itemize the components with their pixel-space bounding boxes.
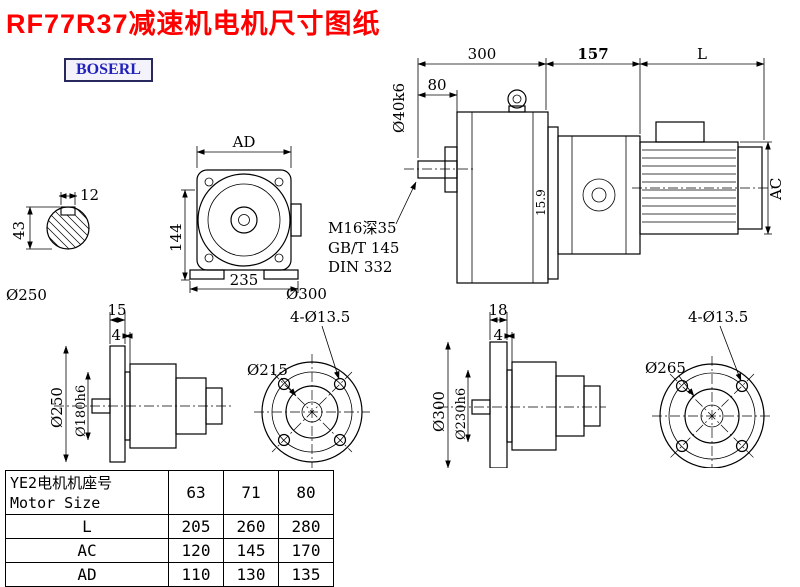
- technical-drawing: 12 43 Ø250 AD: [6, 45, 785, 468]
- keyway-slot: [60, 206, 76, 216]
- dim-flange2-outer: Ø300: [430, 391, 448, 432]
- note-m16: M16深35: [328, 219, 397, 237]
- bolt-hole: [735, 379, 749, 393]
- table-cell: 130: [223, 562, 279, 587]
- foot-left: [189, 269, 225, 280]
- flange2-plate: [489, 341, 508, 468]
- table-size-63: 63: [168, 470, 224, 515]
- table-cell: 145: [223, 538, 279, 563]
- label-d300: Ø300: [286, 285, 327, 303]
- foot-right: [263, 269, 299, 280]
- table-cell: 260: [223, 514, 279, 539]
- table-header-row: YE2电机机座号 Motor Size 63 71 80: [5, 470, 334, 515]
- motor-size-table: YE2电机机座号 Motor Size 63 71 80 L 205 260 2…: [5, 470, 334, 587]
- table-cell: 205: [168, 514, 224, 539]
- table-header-en: Motor Size: [10, 493, 101, 512]
- dim-18: 18: [488, 301, 507, 319]
- bolt-hole: [277, 433, 291, 447]
- dim-80: 80: [427, 76, 446, 94]
- table-cell: 135: [278, 562, 334, 587]
- table-header-cn: YE2电机机座号: [10, 473, 113, 492]
- flange-large-side-view: 18 4 Ø300 Ø230h6: [430, 301, 606, 468]
- dim-flange1-spigot: Ø180h6: [74, 385, 89, 437]
- terminal-box: [655, 121, 705, 143]
- table-row-L: L 205 260 280: [5, 514, 334, 539]
- dim-300: 300: [468, 45, 497, 63]
- bolt-hole: [735, 439, 749, 453]
- flange2-outer-circle: [659, 363, 765, 468]
- flange1-plate: [109, 345, 126, 463]
- dim-144: 144: [167, 223, 185, 252]
- table-cell: 170: [278, 538, 334, 563]
- dim-15: 15: [107, 301, 126, 319]
- dim-L: L: [697, 45, 707, 63]
- flange-small-face-view: 4-Ø13.5 Ø215: [247, 308, 370, 468]
- table-row-AC: AC 120 145 170: [5, 538, 334, 563]
- table-cell: 120: [168, 538, 224, 563]
- flange-large-face-view: 4-Ø13.5 Ø265: [645, 308, 772, 468]
- dim-flange2-spigot: Ø230h6: [454, 388, 469, 440]
- dim-shaft-dia: Ø40k6: [390, 83, 408, 133]
- shaft-circle: [46, 206, 90, 250]
- dim-ad: AD: [232, 133, 256, 151]
- row-label: AD: [5, 562, 169, 587]
- adapter-stage: [557, 135, 641, 255]
- label-d250: Ø250: [6, 286, 47, 304]
- flange-small-side-view: 15 4 Ø250 Ø180h6: [48, 301, 232, 463]
- flange2-body: [511, 361, 557, 451]
- label-flange1-holes: 4-Ø13.5: [290, 308, 350, 326]
- row-label: AC: [5, 538, 169, 563]
- brand-logo: BOSERL: [64, 58, 153, 82]
- note-din332: DIN 332: [328, 258, 392, 276]
- flange1-outer-circle: [261, 361, 363, 463]
- dim-key-width: 12: [80, 186, 99, 204]
- output-shaft: [417, 160, 458, 179]
- dim-235: 235: [230, 271, 259, 289]
- dim-15-9: 15.9: [534, 189, 548, 216]
- motor-fins: [642, 149, 736, 223]
- dim-shaft-height: 43: [10, 221, 28, 240]
- dim-4a: 4: [111, 326, 121, 344]
- label-flange2-bolt-circle: Ø265: [645, 359, 686, 377]
- bolt-hole: [675, 439, 689, 453]
- label-flange1-bolt-circle: Ø215: [247, 361, 288, 379]
- table-size-71: 71: [223, 470, 279, 515]
- bolt-hole: [333, 433, 347, 447]
- dim-ac: AC: [767, 178, 785, 201]
- table-row-AD: AD 110 130 135: [5, 562, 334, 587]
- row-label: L: [5, 514, 169, 539]
- table-cell: 280: [278, 514, 334, 539]
- bolt-hole: [675, 379, 689, 393]
- table-size-80: 80: [278, 470, 334, 515]
- bolt-hole: [333, 377, 347, 391]
- gearbox-front-view: AD 144 235 Ø300: [167, 133, 327, 303]
- eyebolt: [507, 89, 527, 109]
- main-assembly-view: 300 157 L 80 Ø40k6 AC 15.9 M16深35 GB/T 1…: [328, 45, 785, 284]
- note-gbt145: GB/T 145: [328, 239, 399, 257]
- table-header-motor-size: YE2电机机座号 Motor Size: [5, 470, 169, 515]
- front-flange-circle: [197, 173, 291, 267]
- dim-157: 157: [577, 45, 608, 63]
- page-title: RF77R37减速机电机尺寸图纸: [6, 9, 381, 39]
- bolt-hole: [277, 377, 291, 391]
- dim-flange1-outer: Ø250: [48, 387, 66, 428]
- label-flange2-holes: 4-Ø13.5: [688, 308, 748, 326]
- dim-4b: 4: [493, 326, 503, 344]
- table-cell: 110: [168, 562, 224, 587]
- shaft-section-view: 12 43 Ø250: [6, 186, 99, 304]
